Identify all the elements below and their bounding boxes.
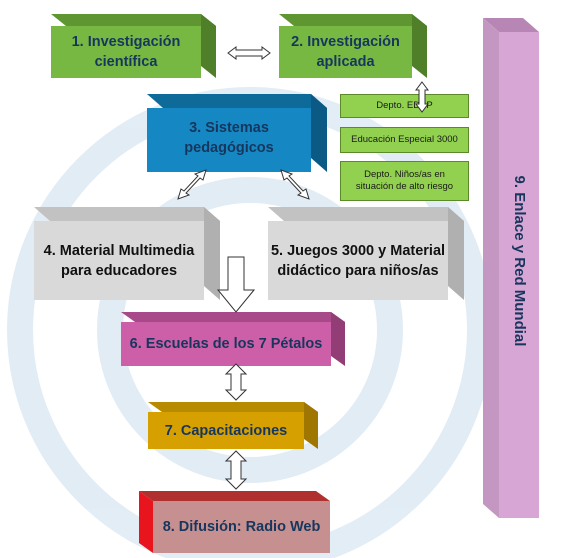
box-difusion-radio-web: 8. Difusión: Radio Web [139, 491, 330, 553]
box-enlace-red-mundial: 9. Enlace y Red Mundial [483, 18, 539, 518]
box-label: 3. Sistemas pedagógicos [184, 120, 274, 156]
box-label: 8. Difusión: Radio Web [162, 519, 321, 535]
box-label: 6. Escuelas de los 7 Pétalos [129, 336, 323, 352]
dept-box-edsp: Depto. EDSP [340, 94, 469, 118]
box-investigacion-aplicada: 2. Investigación aplicada [279, 14, 427, 78]
box-capacitaciones: 7. Capacitaciones [148, 402, 318, 449]
box-juegos-3000: 5. Juegos 3000 y Material didáctico para… [268, 207, 464, 300]
dept-box-educacion-especial: Educación Especial 3000 [340, 127, 469, 153]
box-label: 7. Capacitaciones [164, 422, 288, 439]
box-material-multimedia: 4. Material Multimedia para educadores [34, 207, 220, 300]
dept-box-ninos-alto-riesgo: Depto. Niños/as en situación de alto rie… [340, 161, 469, 201]
box-sistemas-pedagogicos: 3. Sistemas pedagógicos [147, 94, 327, 172]
box-investigacion-cientifica: 1. Investigación científica [51, 14, 216, 78]
box-label: 5. Juegos 3000 y Material didáctico para… [270, 242, 446, 279]
box-label: 2. Investigación aplicada [291, 34, 400, 70]
box-escuelas-7-petalos: 6. Escuelas de los 7 Pétalos [121, 312, 345, 366]
box-label: 1. Investigación científica [71, 34, 181, 70]
box-label: 9. Enlace y Red Mundial [511, 175, 528, 347]
box-label: 4. Material Multimedia para educadores [43, 242, 195, 279]
